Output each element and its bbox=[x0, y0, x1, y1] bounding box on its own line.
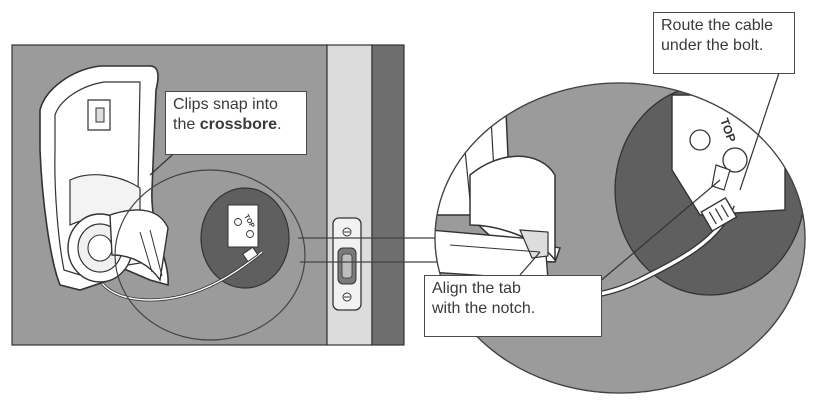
leader-tab-2 bbox=[597, 179, 721, 284]
callout-align-tab: Align the tab with the notch. bbox=[424, 275, 602, 337]
callout-clips-snap: Clips snap into the crossbore. bbox=[165, 91, 307, 155]
door-frame bbox=[371, 44, 405, 346]
crossbore-term: crossbore bbox=[199, 116, 278, 133]
callout-tab-line1: Align the tab bbox=[432, 280, 521, 297]
latch-plate bbox=[332, 217, 362, 311]
crossbore-small: TOP bbox=[200, 187, 290, 289]
connector-large bbox=[700, 197, 738, 232]
leader-cable bbox=[739, 69, 781, 191]
callout-route-cable: Route the cable under the bolt. bbox=[653, 12, 795, 74]
callout-clips-line2: the crossbore. bbox=[173, 116, 282, 133]
callout-tab-line2: with the notch. bbox=[432, 300, 536, 317]
door-scene: TOP bbox=[11, 44, 405, 346]
callout-clips-line1: Clips snap into bbox=[173, 96, 278, 113]
connector-small bbox=[242, 246, 259, 263]
leader-tab-1 bbox=[519, 251, 541, 276]
magnifier-circle-small bbox=[114, 169, 306, 341]
callout-cable-line1: Route the cable bbox=[661, 17, 774, 34]
callout-cable-line2: under the bolt. bbox=[661, 37, 764, 54]
lock-assembly bbox=[39, 65, 169, 291]
magnified-view: TOP bbox=[434, 82, 806, 394]
